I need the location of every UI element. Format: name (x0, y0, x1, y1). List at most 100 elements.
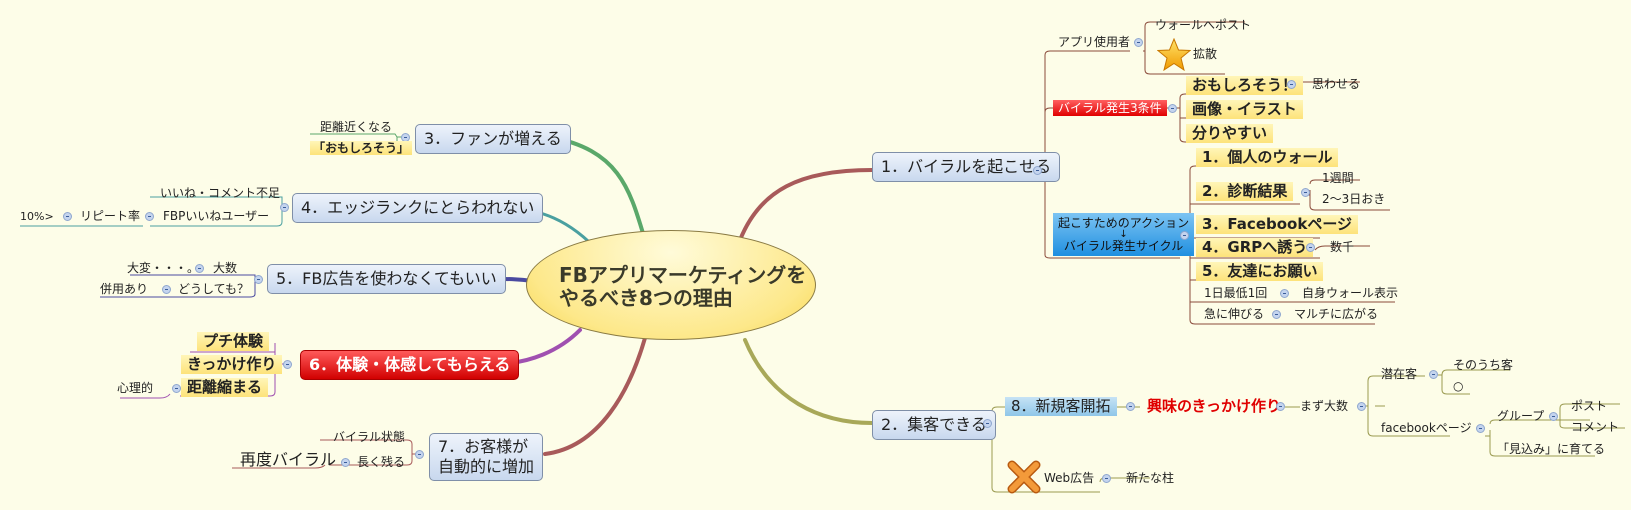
node-interest-trigger[interactable]: 興味のきっかけ作り (1147, 397, 1281, 415)
collapse-icon[interactable] (254, 275, 263, 284)
collapse-icon[interactable] (1134, 38, 1143, 47)
node-new-customers[interactable]: 8．新規客開拓 (1005, 397, 1117, 416)
collapse-icon[interactable] (1280, 289, 1289, 298)
collapse-icon[interactable] (1276, 402, 1285, 411)
node-viral-state[interactable]: バイラル状態 (333, 430, 406, 444)
node-personal-wall[interactable]: 1．個人のウォール (1196, 148, 1339, 167)
node-thousands[interactable]: 数千 (1330, 240, 1355, 254)
node-image-illust[interactable]: 画像・イラスト (1186, 100, 1303, 119)
collapse-icon[interactable] (1306, 243, 1315, 252)
topic-auto-increase[interactable]: 7．お客様が 自動的に増加 (429, 433, 544, 481)
node-web-ad[interactable]: Web広告 (1044, 471, 1095, 485)
collapse-icon[interactable] (63, 212, 72, 221)
collapse-icon[interactable] (1287, 80, 1296, 89)
node-spread[interactable]: 拡散 (1193, 47, 1218, 61)
node-interesting[interactable]: おもしろそう！ (1186, 76, 1304, 95)
node-new-pillar[interactable]: 新たな柱 (1126, 471, 1175, 485)
node-group[interactable]: グループ (1497, 409, 1545, 423)
topic-experience-label: 6．体験・体感してもらえる (309, 355, 511, 374)
node-one-week[interactable]: 1週間 (1322, 171, 1354, 185)
actions-label-line-1: 起こすためのアクション (1058, 216, 1190, 230)
collapse-icon[interactable] (283, 360, 292, 369)
node-app-user[interactable]: アプリ使用者 (1058, 35, 1131, 49)
node-potential[interactable]: 潜在客 (1381, 367, 1418, 381)
node-viral-again[interactable]: 再度バイラル (240, 450, 337, 469)
collapse-icon[interactable] (1168, 104, 1177, 113)
node-rate-value[interactable]: 10%> (20, 210, 54, 223)
collapse-icon[interactable] (341, 458, 350, 467)
central-title-line-2: やるべき8つの理由 (559, 286, 733, 310)
topic-fb-ads[interactable]: 5．FB広告を使わなくてもいい (267, 264, 506, 294)
node-own-wall-display[interactable]: 自身ウォール表示 (1302, 286, 1399, 300)
node-comment[interactable]: コメント (1571, 420, 1620, 434)
collapse-icon[interactable] (1033, 166, 1042, 175)
collapse-icon[interactable] (280, 203, 289, 212)
central-topic[interactable]: FBアプリマーケティングを やるべき8つの理由 (526, 230, 816, 340)
node-petit-experience[interactable]: プチ体験 (197, 332, 270, 351)
node-rapid-growth[interactable]: 急に伸びる (1204, 307, 1265, 321)
down-arrow-icon: ↓ (1119, 229, 1128, 240)
node-closer-distance[interactable]: 距離近くなる (320, 120, 393, 134)
collapse-icon[interactable] (1180, 231, 1189, 240)
node-psychological[interactable]: 心理的 (117, 381, 154, 395)
collapse-icon[interactable] (415, 450, 424, 459)
node-lacking-likes[interactable]: いいね・コメント不足 (160, 186, 281, 200)
collapse-icon[interactable] (1549, 412, 1558, 421)
node-grow-prospects[interactable]: 「見込み」に育てる (1497, 442, 1606, 456)
collapse-icon[interactable] (1272, 310, 1281, 319)
node-circle[interactable]: ○ (1453, 379, 1464, 393)
node-distance-shrinks[interactable]: 距離縮まる (181, 378, 269, 397)
node-facebook-page[interactable]: 3．Facebookページ (1196, 215, 1359, 234)
collapse-icon[interactable] (983, 419, 992, 428)
node-every-2-3-days[interactable]: 2～3日おき (1322, 192, 1386, 206)
topic-edgerank[interactable]: 4．エッジランクにとらわれない (292, 193, 544, 223)
collapse-icon[interactable] (195, 264, 204, 273)
central-topic-title: FBアプリマーケティングを やるべき8つの理由 (559, 264, 806, 310)
topic-experience[interactable]: 6．体験・体感してもらえる (300, 350, 520, 380)
node-interesting-quote[interactable]: 「おもしろそう」 (310, 141, 413, 155)
node-easy[interactable]: 分りやすい (1186, 124, 1274, 143)
node-difficult[interactable]: 大変・・・。 (127, 261, 200, 275)
node-actions-cycle[interactable]: 起こすためのアクション ↓ バイラル発生サイクル (1053, 213, 1195, 256)
collapse-icon[interactable] (172, 384, 181, 393)
topic-auto-increase-line-1: 7．お客様が (438, 437, 529, 456)
star-icon (1157, 38, 1191, 71)
node-post[interactable]: ポスト (1571, 399, 1608, 413)
node-repeat-rate[interactable]: リピート率 (80, 209, 141, 223)
node-anyway[interactable]: どうしても？ (178, 282, 250, 296)
cross-icon (1007, 460, 1041, 494)
node-remains-long[interactable]: 長く残る (357, 455, 406, 469)
collapse-icon[interactable] (1429, 370, 1438, 379)
node-eventual-customer[interactable]: そのうち客 (1453, 358, 1514, 372)
collapse-icon[interactable] (162, 285, 171, 294)
actions-label-line-2: バイラル発生サイクル (1063, 239, 1184, 253)
topic-edgerank-label: 4．エッジランクにとらわれない (301, 198, 535, 217)
node-fbp-like-users[interactable]: FBPいいねユーザー (163, 209, 270, 223)
central-title-line-1: FBアプリマーケティングを (559, 263, 807, 287)
node-invite-grp[interactable]: 4．GRPへ誘う (1196, 238, 1314, 257)
collapse-icon[interactable] (1357, 402, 1366, 411)
node-viral-conditions[interactable]: バイラル発生3条件 (1053, 100, 1167, 116)
node-daily-once[interactable]: 1日最低1回 (1204, 286, 1268, 300)
collapse-icon[interactable] (1476, 424, 1485, 433)
collapse-icon[interactable] (1301, 188, 1310, 197)
topic-viral-label: 1．バイラルを起こせる (881, 157, 1052, 176)
node-fb-page[interactable]: facebookページ (1381, 421, 1472, 435)
node-trigger-making[interactable]: きっかけ作り (181, 355, 283, 374)
collapse-icon[interactable] (1126, 402, 1135, 411)
topic-viral[interactable]: 1．バイラルを起こせる (872, 152, 1061, 182)
node-ask-friends[interactable]: 5．友達にお願い (1196, 262, 1324, 281)
node-large-number-first[interactable]: まず大数 (1300, 399, 1349, 413)
node-diagnosis[interactable]: 2．診断結果 (1196, 182, 1294, 201)
topic-auto-increase-line-2: 自動的に増加 (438, 457, 535, 476)
node-make-think[interactable]: 思わせる (1312, 77, 1361, 91)
topic-customers-label: 2．集客できる (881, 415, 987, 434)
node-wall-post[interactable]: ウォールへポスト (1155, 18, 1252, 32)
node-many[interactable]: 大数 (213, 261, 238, 275)
collapse-icon[interactable] (1102, 474, 1111, 483)
node-combined-use[interactable]: 併用あり (100, 282, 149, 296)
topic-customers[interactable]: 2．集客できる (872, 410, 996, 440)
collapse-icon[interactable] (145, 212, 154, 221)
topic-fans[interactable]: 3．ファンが増える (415, 124, 571, 154)
node-multi-spread[interactable]: マルチに広がる (1294, 307, 1379, 321)
